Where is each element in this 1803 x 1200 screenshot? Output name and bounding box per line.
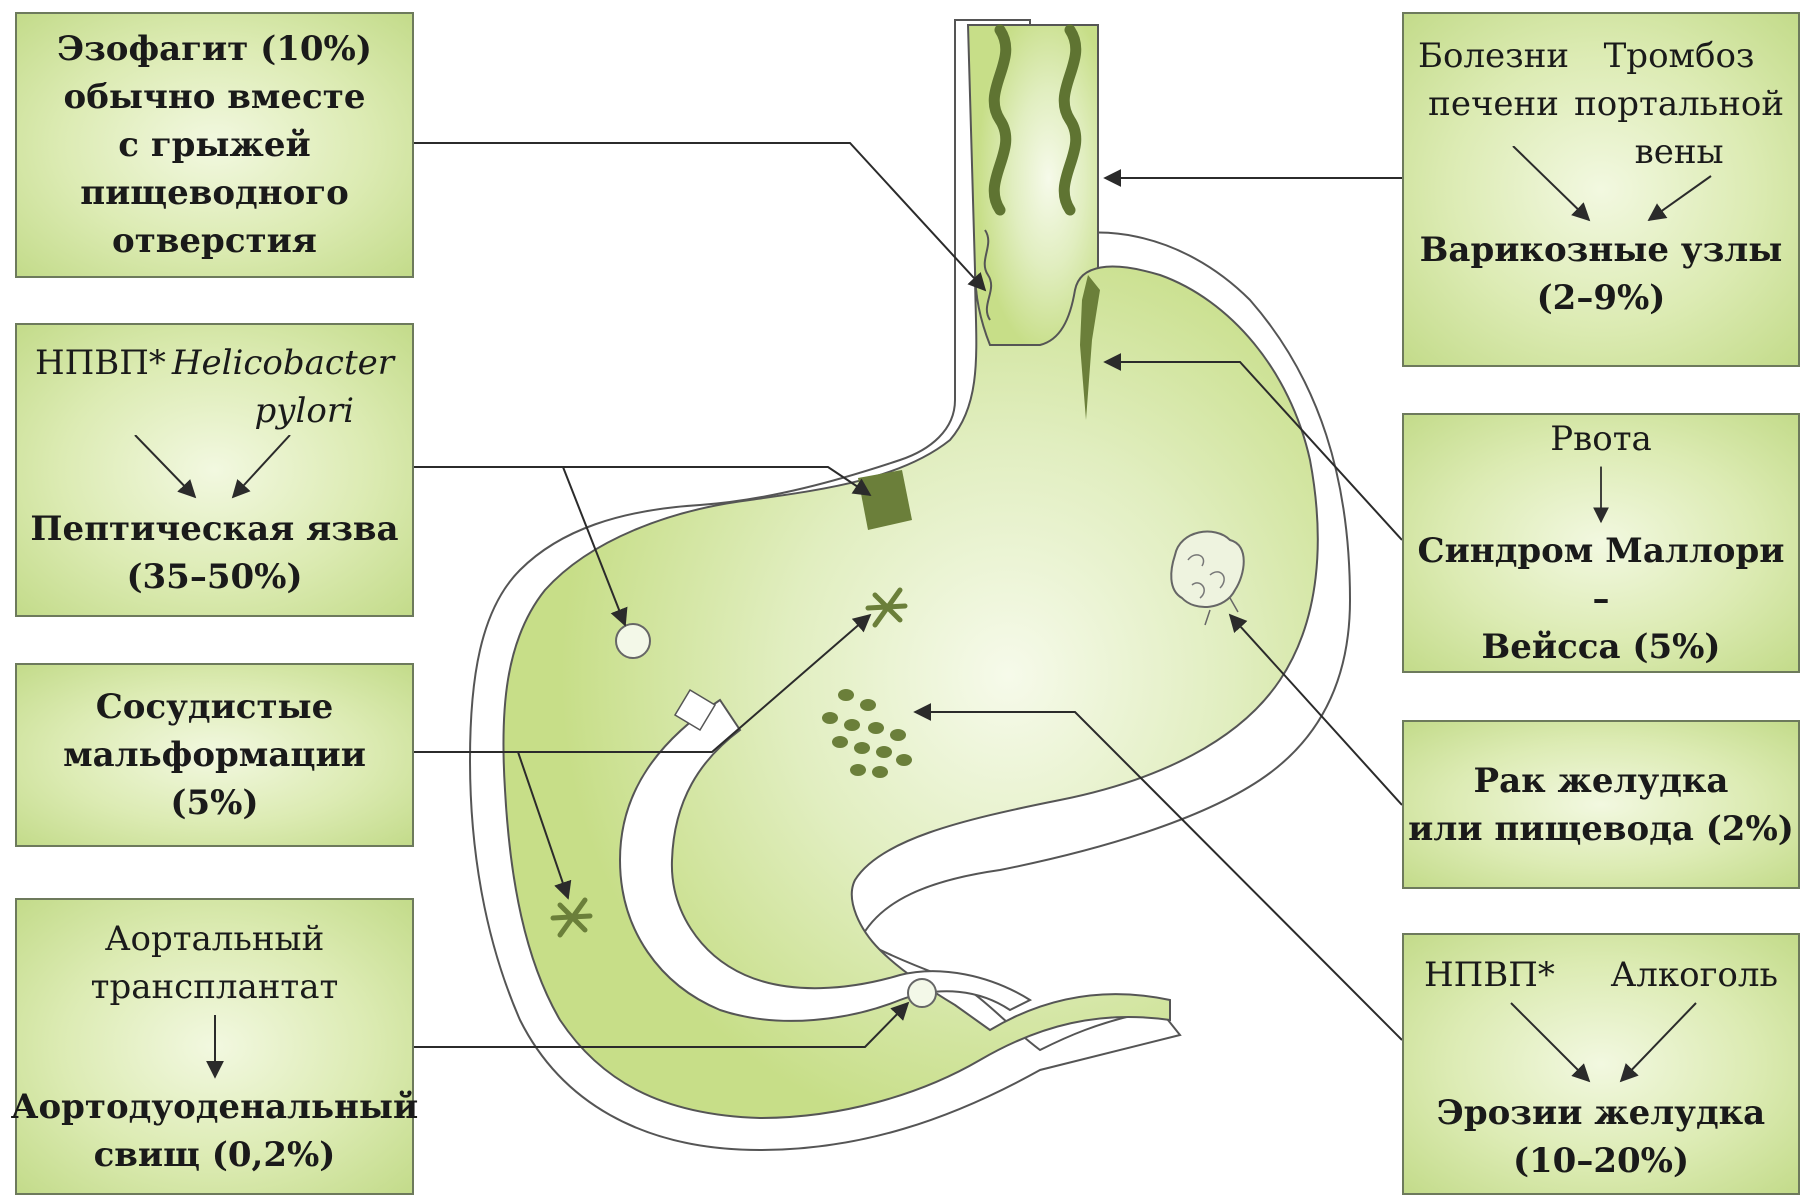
esophagitis-line4: пищеводного <box>80 169 349 217</box>
erosions-title: Эрозии желудка <box>1437 1089 1765 1137</box>
box-gastric-erosions: НПВП* Алкоголь Эрозии желудка (10–20%) <box>1402 933 1800 1195</box>
cancer-line2: или пищевода (2%) <box>1408 805 1794 853</box>
erosions-cause-arrows <box>1471 999 1731 1089</box>
cancer-line1: Рак желудка <box>1474 757 1729 805</box>
aorto-title: Аортодуоденальный <box>11 1083 418 1131</box>
esophagitis-line1: Эзофагит (10%) <box>57 25 372 73</box>
peptic-cause-arrows <box>115 435 315 505</box>
esophagitis-line2: обычно вместе <box>64 73 366 121</box>
esophagitis-line5: отверстия <box>112 217 317 265</box>
box-peptic-ulcer: НПВП* Helicobacter pylori Пептическая яз… <box>15 323 414 617</box>
varices-cause-thrombosis-line1: Тромбоз <box>1604 32 1755 80</box>
mallory-cause: Рвота <box>1550 415 1652 463</box>
box-vascular-malformations: Сосудистые мальформации (5%) <box>15 663 414 847</box>
connector-esophagitis <box>414 143 985 290</box>
erosions-cause-nsaid: НПВП* <box>1424 951 1555 999</box>
varices-title: Варикозные узлы <box>1420 226 1783 274</box>
ulcer-crater-antrum <box>616 624 650 658</box>
peptic-cause-nsaid: НПВП* <box>35 339 166 435</box>
aorto-cause-arrow <box>205 1011 225 1083</box>
ulcer-crater-duodenum <box>908 979 936 1007</box>
aorto-cause-line1: Аортальный <box>105 915 325 963</box>
mallory-title-line1: Синдром Маллори – <box>1404 527 1798 623</box>
peptic-cause-hp-line1: Helicobacter <box>172 339 394 387</box>
esophagitis-line3: с грыжей <box>118 121 310 169</box>
peptic-title: Пептическая язва <box>30 505 398 553</box>
box-aortoduodenal: Аортальный трансплантат Аортодуоденальны… <box>15 898 414 1195</box>
varices-cause-arrows <box>1471 146 1731 226</box>
box-mallory-weiss: Рвота Синдром Маллори – Вейсса (5%) <box>1402 413 1800 673</box>
box-varices: Болезни печени Тромбоз портальной вены В… <box>1402 12 1800 367</box>
box-esophagitis: Эзофагит (10%) обычно вместе с грыжей пи… <box>15 12 414 278</box>
aorto-percent: свищ (0,2%) <box>94 1131 336 1179</box>
aorto-cause-line2: трансплантат <box>91 963 339 1011</box>
varices-cause-thrombosis-line2: портальной <box>1574 80 1784 128</box>
box-cancer: Рак желудка или пищевода (2%) <box>1402 720 1800 889</box>
varices-cause-liver-line1: Болезни <box>1418 32 1569 80</box>
erosions-cause-alcohol: Алкоголь <box>1611 951 1778 999</box>
vascular-line3: (5%) <box>170 779 258 827</box>
varices-cause-liver-line2: печени <box>1428 80 1559 128</box>
varices-percent: (2–9%) <box>1537 274 1666 322</box>
vascular-line2: мальформации <box>63 731 366 779</box>
mallory-title-line2: Вейсса (5%) <box>1482 623 1721 671</box>
vascular-line1: Сосудистые <box>96 683 334 731</box>
erosions-percent: (10–20%) <box>1513 1137 1689 1185</box>
peptic-percent: (35–50%) <box>126 553 302 601</box>
peptic-cause-hp-line2: pylori <box>255 387 354 435</box>
mallory-cause-arrow <box>1591 463 1611 527</box>
